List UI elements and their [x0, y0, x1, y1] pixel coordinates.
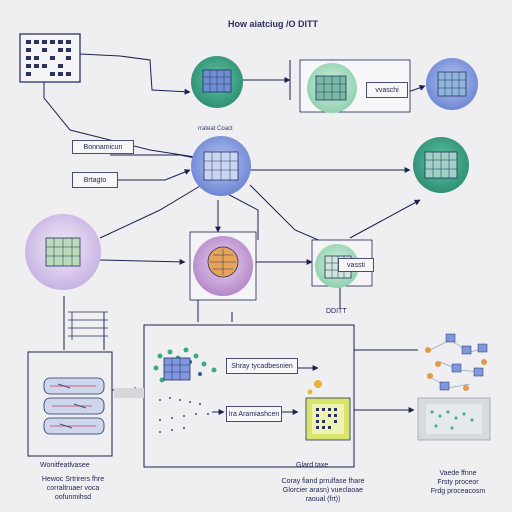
grid-chip-icon [19, 33, 81, 83]
bottom-left-caption: Wonitfeatlvasee [40, 462, 90, 469]
left-tag-lower-text: Brtagto [83, 176, 107, 184]
node-lavender-left [25, 214, 101, 290]
node-purple-center [189, 231, 257, 301]
node-green-right [413, 137, 469, 193]
footer-right-text: Vaede ffnne Frsty proceor Frdg proceacos… [430, 470, 486, 495]
top-right-tag: vvaschi [366, 82, 408, 98]
left-tag-lower: Brtagto [72, 172, 118, 188]
top-right-tag-text: vvaschi [375, 86, 399, 94]
node-blue-topright [426, 58, 478, 110]
dotted-cluster-icon [153, 347, 322, 395]
right-mid-tag: vassti [338, 258, 374, 272]
node-blue-center [191, 136, 251, 196]
right-mid-tag-text: vassti [347, 261, 365, 269]
connector-lines [27, 53, 426, 468]
footer-left-text: Hewoc Srtrirers fhre corraltruaer voca o… [41, 476, 105, 501]
center-bottom-caption: Glard taxe [296, 462, 329, 469]
pipe-connector [114, 388, 144, 398]
stack-layers-icon [43, 377, 105, 435]
device-panel [417, 397, 491, 441]
mid-label: rrateat Coact [198, 126, 233, 132]
center-tag-lower-text: Ira Aramiashcen [228, 410, 280, 418]
center-tag-lower: Ira Aramiashcen [226, 406, 282, 422]
center-tag-upper-text: Shray tycadbesnien [231, 362, 293, 370]
node-green-top [191, 56, 243, 108]
network-cluster-icon [425, 333, 488, 391]
ditt-label: DDITT [326, 308, 347, 315]
center-tag-upper: Shray tycadbesnien [226, 358, 298, 374]
footer-center-text: Coray fiand prrulfase fhare Glorcier ara… [281, 478, 365, 503]
diagram-title: How aiatciug /O DITT [228, 19, 319, 29]
left-tag-upper-text: Bonnamicun [83, 143, 123, 151]
server-panel-icon [305, 397, 351, 441]
left-tag-upper: Bonnamicun [72, 140, 134, 154]
ladder-connector [68, 311, 108, 340]
flow-dots [159, 397, 209, 433]
